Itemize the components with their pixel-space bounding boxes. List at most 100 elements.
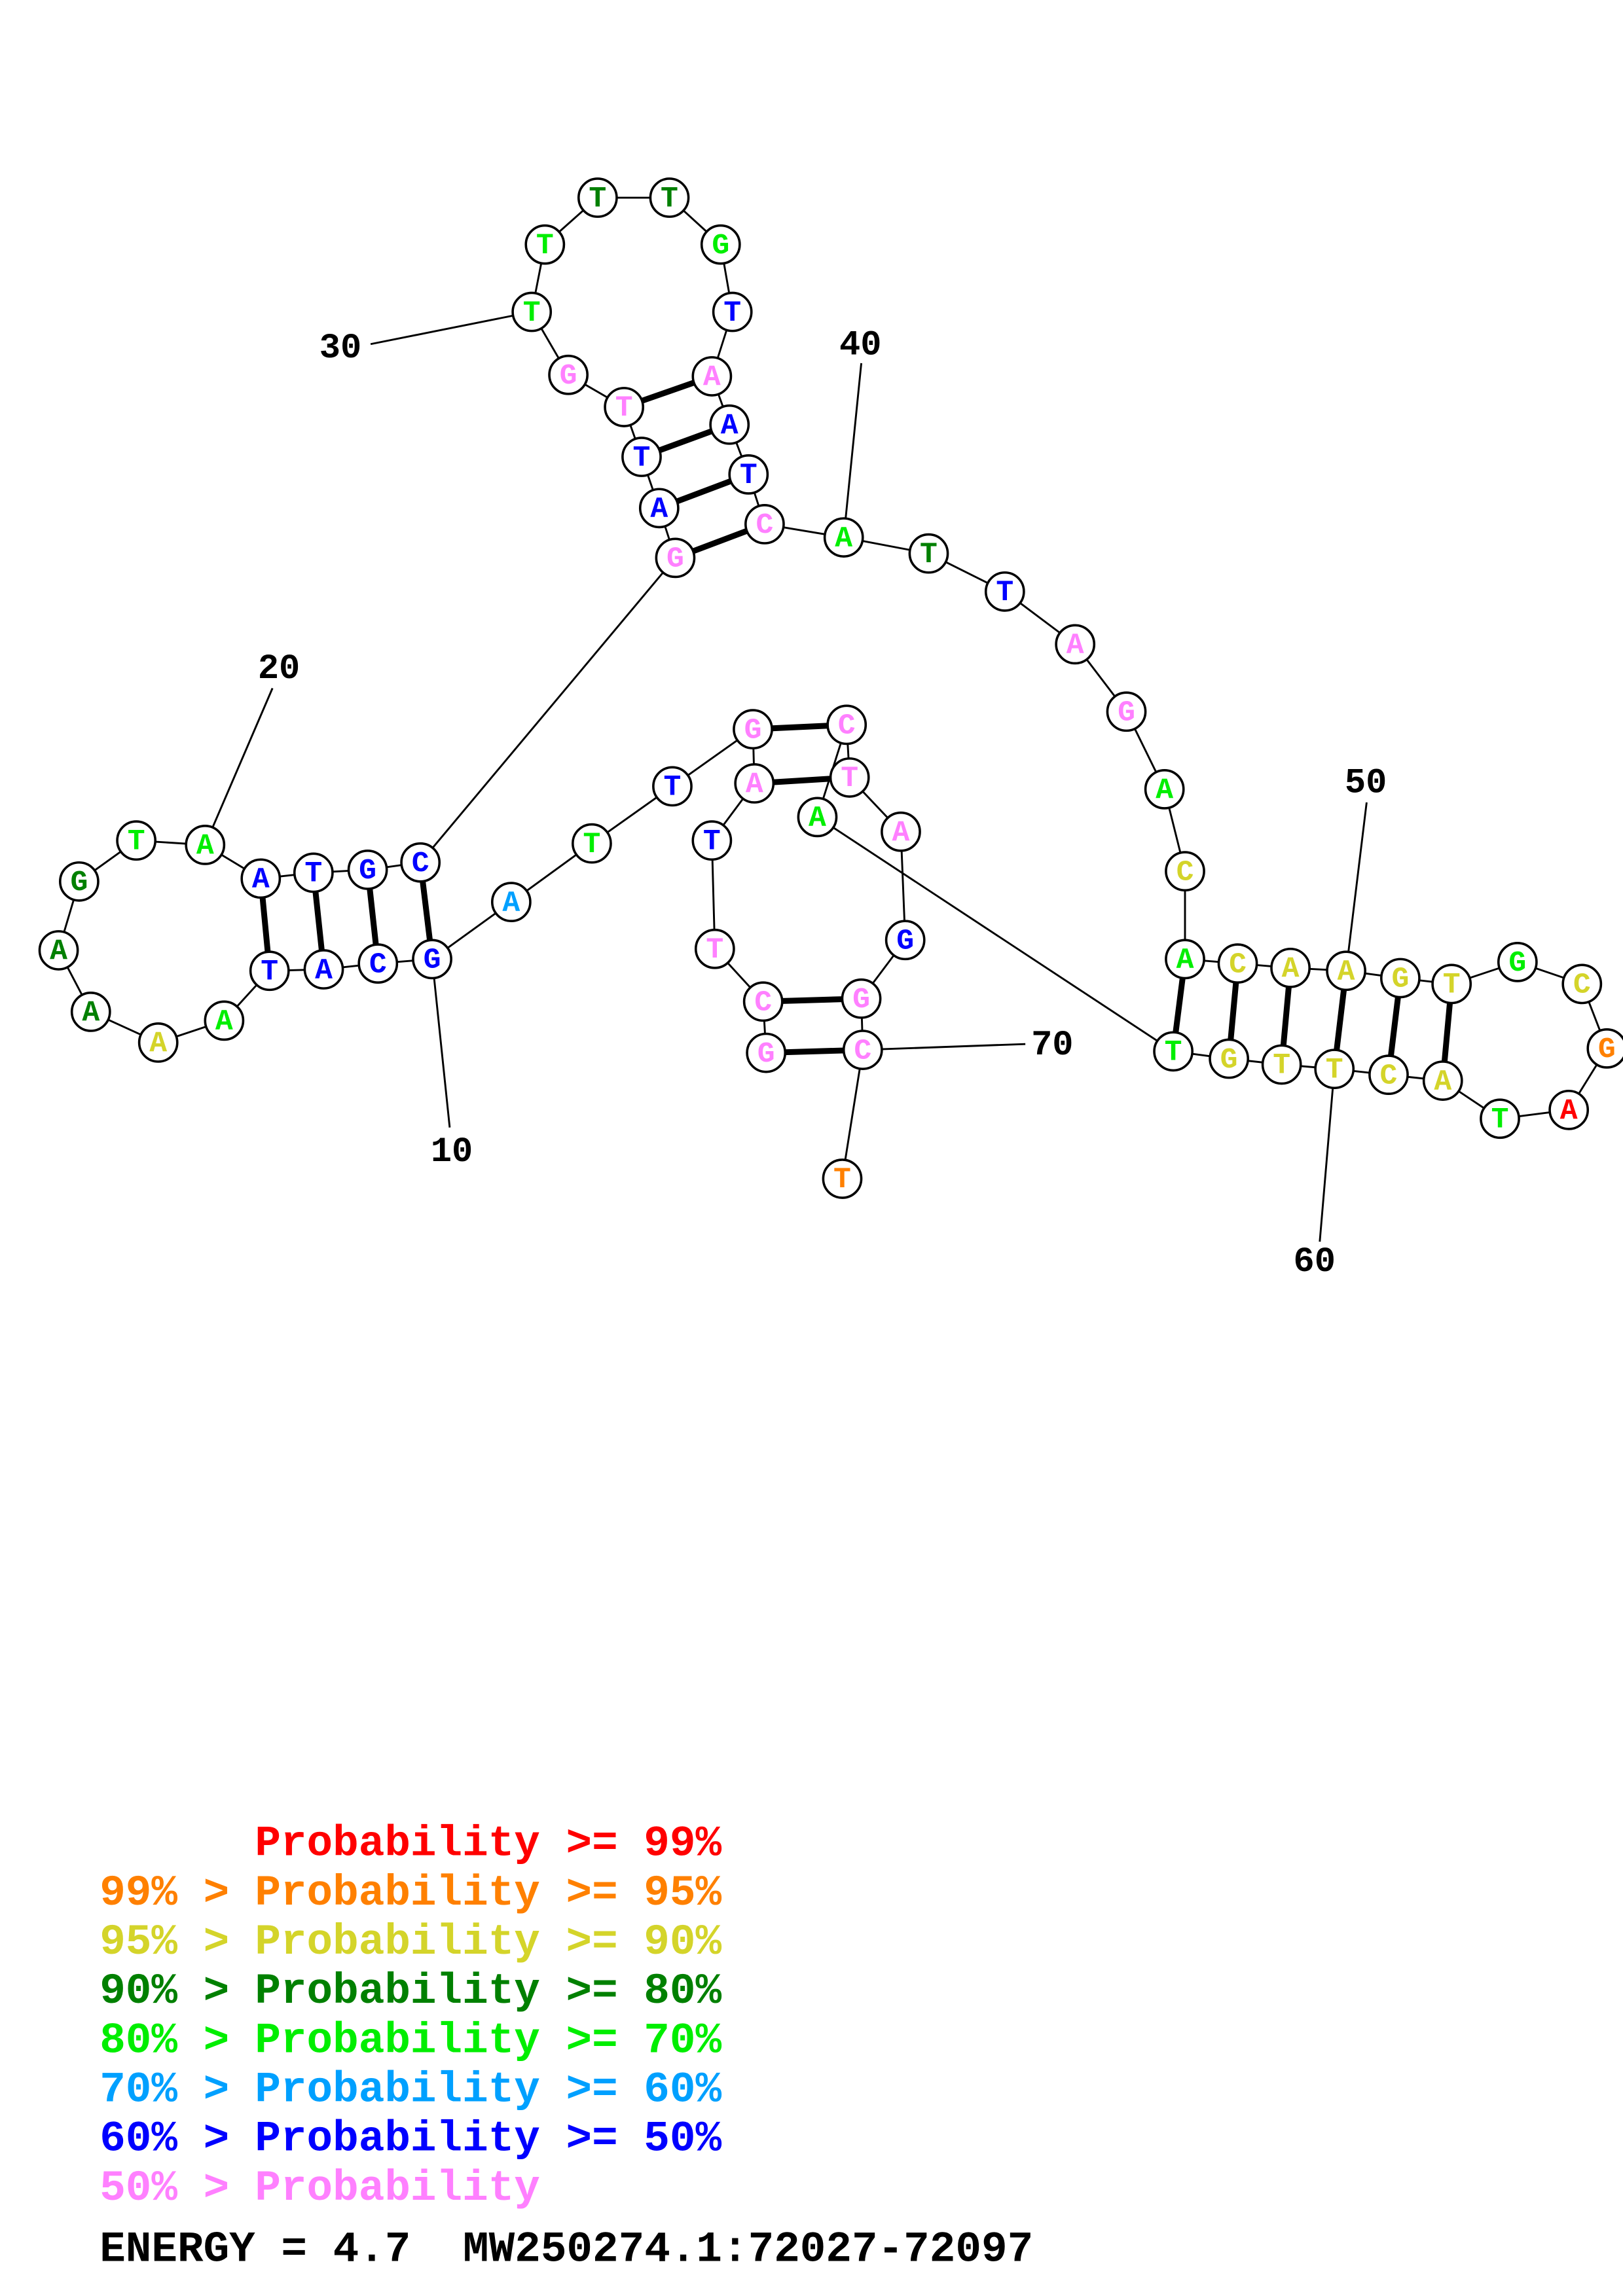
nucleotide-circle [984,571,1025,612]
nucleotide-49: A [1270,947,1311,988]
nucleotide-letter: C [854,1035,871,1067]
nucleotide-letter: A [1282,953,1300,986]
nucleotide-circle [841,978,882,1019]
nucleotide-circle [577,177,618,218]
nucleotide-circle [400,842,441,883]
nucleotide-circle [742,981,784,1022]
nucleotide-circle [638,488,680,529]
legend-label: Probability >= 70% [255,2016,721,2065]
nucleotide-39: C [744,504,785,545]
nucleotide-circle [881,811,921,852]
nucleotide-letter: A [1560,1095,1578,1128]
nucleotide-circle [797,797,838,838]
nucleotide-circle [712,291,753,332]
nucleotide-circle [700,224,741,265]
nucleotide-circle [694,928,735,969]
nucleotide-circle [652,766,693,807]
nucleotide-letter: C [1176,856,1194,889]
nucleotide-43: A [1055,624,1096,665]
nucleotide-21: A [240,858,282,899]
nucleotide-66: T [829,757,870,798]
nucleotide-29: G [548,354,589,395]
nucleotide-4: T [691,820,733,861]
nucleotide-2: C [742,981,784,1022]
nucleotide-letter: A [721,410,739,442]
nucleotide-letter: T [523,297,541,330]
nucleotide-circle [70,992,111,1032]
nucleotide-circle [1422,1060,1463,1101]
nucleotide-circle [709,404,750,445]
nucleotide-letter: A [50,935,67,968]
nucleotide-circle [1326,950,1366,992]
nucleotide-51: G [1379,958,1421,999]
nucleotide-12: A [303,949,344,990]
nucleotide-letter: A [149,1028,167,1060]
position-label: 50 [1345,763,1387,803]
nucleotide-35: T [712,291,753,332]
nucleotide-letter: A [1176,944,1194,977]
nucleotide-25: G [655,537,696,579]
nucleotide-19: T [116,820,157,861]
nucleotide-circle [1165,939,1205,980]
nucleotide-letter: G [1391,963,1409,996]
nucleotide-15: A [137,1022,179,1063]
nucleotide-18: G [59,861,100,902]
nucleotide-circle [38,930,79,971]
position-label: 30 [319,329,361,368]
legend-prefix: 50% > [100,2164,255,2213]
nucleotide-61: T [1261,1044,1302,1085]
nucleotide-circle [1217,943,1258,984]
nucleotide-letter: T [706,934,723,967]
nucleotide-circle [826,704,867,745]
nucleotide-circle [1497,941,1538,982]
legend-prefix: 99% > [100,1869,255,1918]
nucleotide-letter: T [664,772,682,804]
nucleotide-55: G [1586,1028,1623,1069]
nucleotide-63: T [1153,1031,1194,1072]
nucleotide-letter: C [412,848,429,880]
nucleotide-6: G [733,709,773,750]
nucleotide-circle [655,537,696,579]
nucleotide-letter: T [536,230,554,262]
nucleotide-letter: A [82,997,100,1030]
nucleotide-20: A [185,825,226,865]
nucleotide-letter: A [252,864,270,897]
nucleotide-letter: C [1229,948,1247,981]
nucleotide-26: A [638,488,680,529]
nucleotide-letter: A [196,830,214,863]
nucleotide-67: A [881,811,921,852]
nucleotide-13: T [249,950,290,992]
nucleotide-circle [1561,963,1603,1005]
nucleotide-letter: A [502,887,520,920]
nucleotide-circle [884,920,926,961]
nucleotide-circle [1379,958,1421,999]
nucleotide-circle [548,354,589,395]
nucleotide-letter: A [892,817,910,850]
nucleotide-circle [490,882,532,923]
nucleotide-letter: C [754,987,772,1020]
nucleotide-letter: A [835,522,852,555]
nucleotide-1: G [746,1032,787,1073]
nucleotide-letter: T [920,539,938,571]
legend-label: Probability >= 99% [255,1820,721,1869]
nucleotide-circle [621,437,662,477]
legend-prefix: 60% > [100,2115,255,2164]
position-label: 60 [1294,1242,1336,1282]
nucleotide-34: G [700,224,741,265]
legend-prefix: 95% > [100,1918,255,1967]
energy-value: ENERGY = 4.7 [100,2225,410,2274]
nucleotide-37: A [709,404,750,445]
nucleotide-7: T [652,766,693,807]
legend-entry-p90: 95% > Probability >= 90% [100,1918,721,1967]
nucleotide-circle [691,356,733,397]
backbone-link [816,816,1174,1052]
nucleotide-circle [604,387,645,427]
nucleotide-letter: A [650,493,668,526]
legend-entry-p99: Probability >= 99% [255,1820,721,1869]
nucleotide-circle [1261,1044,1302,1085]
legend-label: Probability >= 60% [255,2065,721,2114]
legend-entry-p60: 70% > Probability >= 60% [100,2065,721,2114]
nucleotide-letter: T [1326,1054,1343,1086]
nucleotide-letter: G [359,855,376,888]
